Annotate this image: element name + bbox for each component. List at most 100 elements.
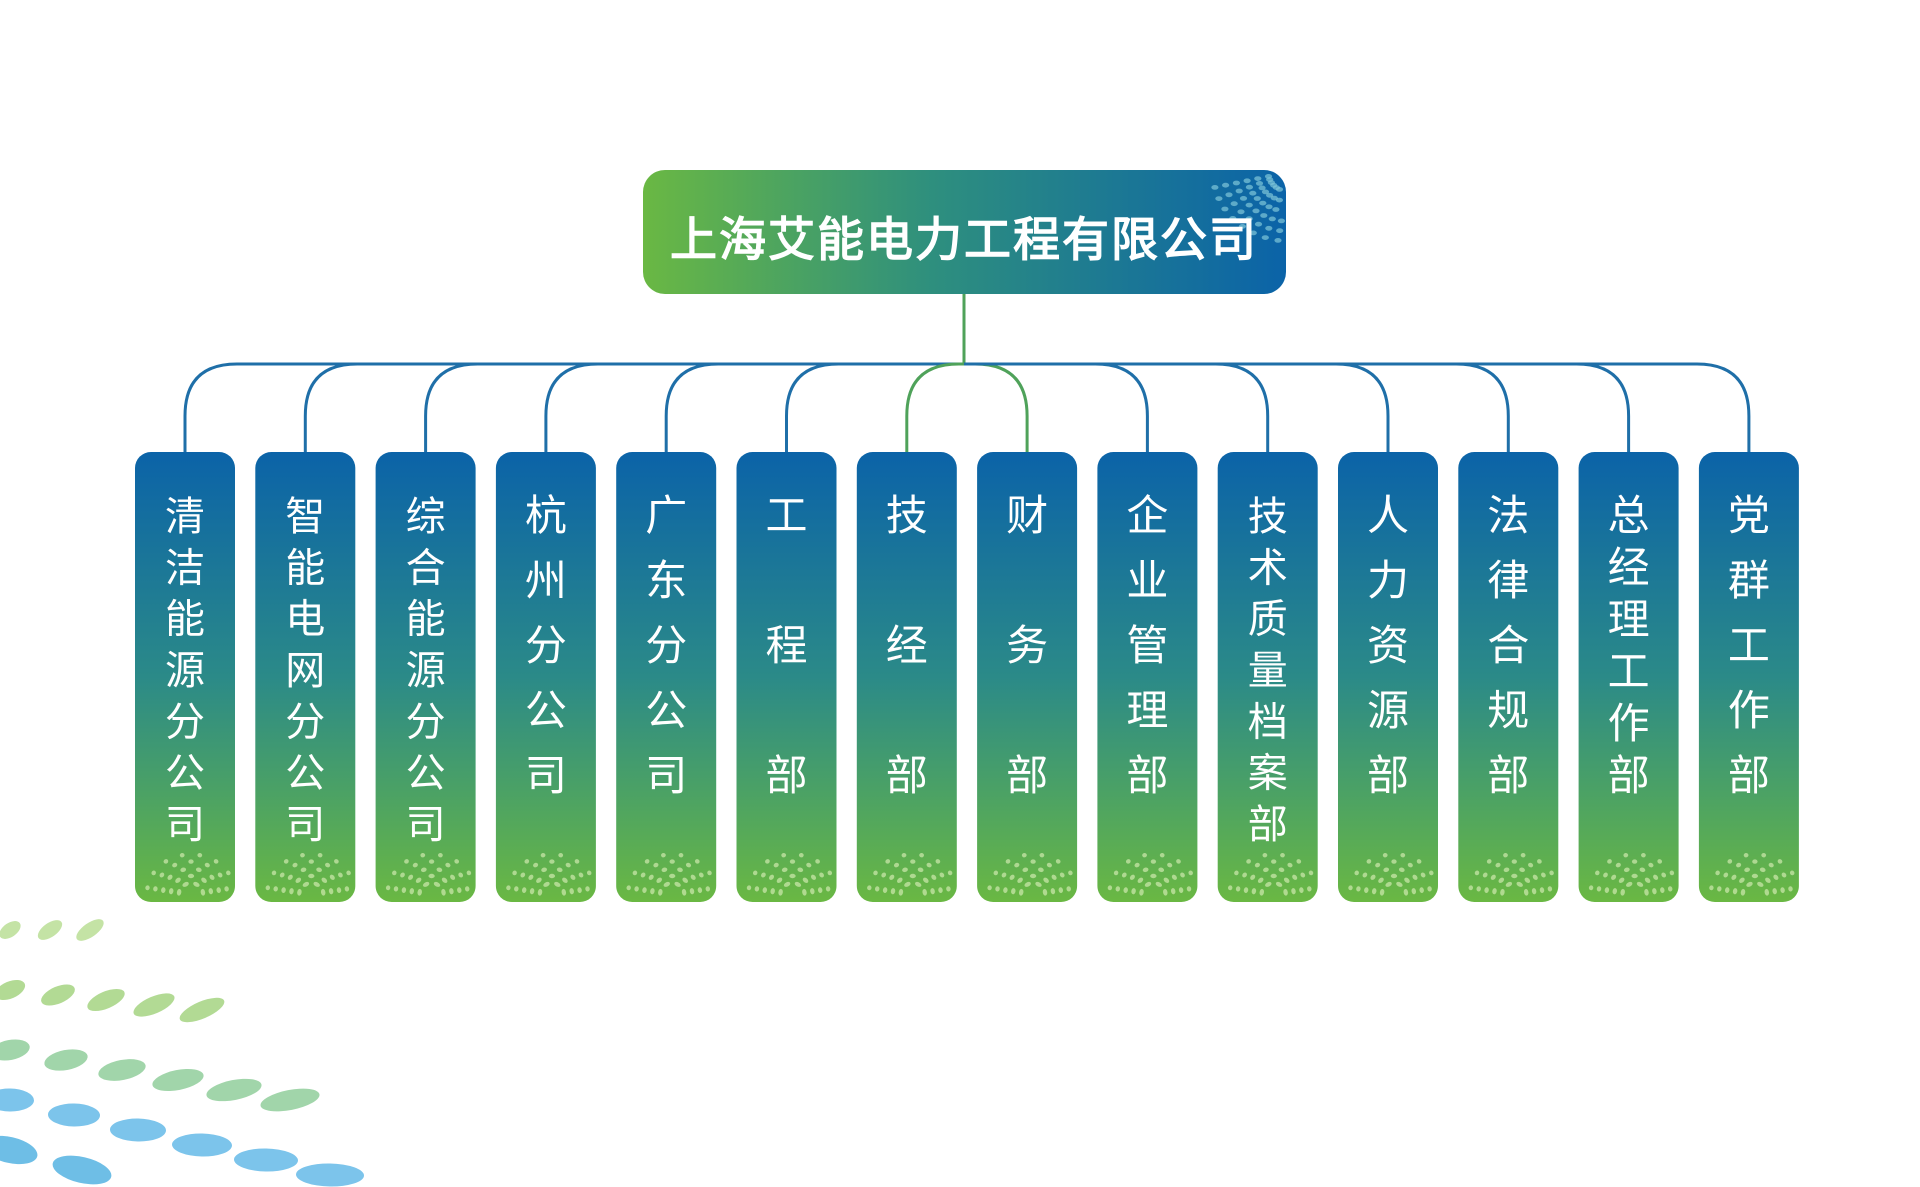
department-label-char: 分 <box>165 699 205 745</box>
department-label-char: 电 <box>285 597 325 643</box>
department-dot-pattern <box>1709 852 1795 896</box>
department-dot-pattern <box>265 852 351 896</box>
department-label-char: 公 <box>165 751 205 797</box>
department-label-char: 部 <box>1367 751 1409 800</box>
department-label-char: 杭 <box>525 491 567 540</box>
connector-line <box>964 362 1510 452</box>
department-label-char: 作 <box>1728 686 1770 735</box>
department-dot-pattern <box>1588 852 1675 896</box>
department-dot-pattern <box>867 852 953 896</box>
department-label-char: 法 <box>1487 491 1529 540</box>
department-label-char: 程 <box>765 621 807 670</box>
department-label-char: 部 <box>765 751 807 800</box>
department-label-char: 总 <box>1608 491 1650 540</box>
company-node: 上海艾能电力工程有限公司 <box>643 170 1286 294</box>
department-box <box>1698 452 1799 902</box>
department-label-char: 综 <box>406 494 446 540</box>
department-node: 技经部 <box>856 452 957 902</box>
department-label-char: 司 <box>525 751 567 800</box>
department-label-char: 技 <box>1248 494 1288 540</box>
department-box <box>255 452 356 902</box>
department-label-char: 工 <box>1608 647 1650 696</box>
department-label-char: 技 <box>886 491 928 540</box>
department-label-char: 分 <box>525 621 567 670</box>
connector-line <box>664 362 964 452</box>
company-node-dot-pattern <box>1211 174 1285 243</box>
department-label-char: 合 <box>1487 621 1529 670</box>
department-label-char: 清 <box>165 494 205 540</box>
department-label-char: 部 <box>1248 802 1288 848</box>
department-label-char: 公 <box>525 686 567 735</box>
department-box <box>135 452 235 902</box>
department-node: 工程部 <box>736 452 837 902</box>
department-label-char: 部 <box>886 751 928 800</box>
department-dot-pattern <box>1468 852 1554 896</box>
department-label-char: 理 <box>1126 686 1168 735</box>
department-label-char: 规 <box>1487 686 1529 735</box>
department-label-char: 公 <box>406 751 446 797</box>
department-dot-pattern <box>987 852 1073 896</box>
department-label-char: 司 <box>406 802 446 848</box>
department-label-char: 企 <box>1126 491 1168 540</box>
decorative-dot-pattern <box>0 919 364 1187</box>
department-label-char: 公 <box>285 751 325 797</box>
department-label-char: 部 <box>1487 751 1529 800</box>
department-label-char: 理 <box>1608 595 1650 644</box>
department-label-char: 资 <box>1367 621 1409 670</box>
department-label-char: 经 <box>886 621 928 670</box>
department-label-char: 分 <box>645 621 687 670</box>
department-label-char: 作 <box>1608 699 1650 748</box>
department-box <box>856 452 957 902</box>
department-label-char: 能 <box>406 597 446 643</box>
department-label-char: 务 <box>1006 621 1048 670</box>
department-label-char: 能 <box>165 597 205 643</box>
department-box <box>1097 452 1198 902</box>
connector-line <box>964 362 1270 452</box>
department-dot-pattern <box>385 852 472 896</box>
department-label-char: 部 <box>1608 751 1650 800</box>
department-label-char: 分 <box>406 699 446 745</box>
department-dot-pattern <box>626 852 712 896</box>
department-label-char: 州 <box>525 556 567 605</box>
connector-line <box>964 362 1149 452</box>
department-label-char: 量 <box>1248 648 1288 694</box>
department-label-char: 合 <box>406 545 446 591</box>
department-label-char: 司 <box>645 751 687 800</box>
department-box <box>1458 452 1559 902</box>
department-label-char: 术 <box>1248 545 1288 591</box>
connector-line <box>964 362 1029 452</box>
connector-line <box>964 362 1751 452</box>
department-label-char: 源 <box>1367 686 1409 735</box>
department-label-char: 部 <box>1006 751 1048 800</box>
connector-line <box>905 362 964 452</box>
department-label-char: 广 <box>645 491 687 540</box>
department-label-char: 力 <box>1367 556 1409 605</box>
department-label-char: 财 <box>1006 491 1048 540</box>
department-label-char: 经 <box>1608 543 1650 592</box>
department-label-char: 案 <box>1248 751 1288 797</box>
department-label-char: 档 <box>1248 699 1288 745</box>
department-dot-pattern <box>145 852 231 896</box>
department-box <box>1338 452 1438 902</box>
connector-lines <box>183 294 1751 452</box>
connector-line <box>544 362 964 452</box>
connector-line <box>964 362 1631 452</box>
company-name: 上海艾能电力工程有限公司 <box>670 213 1258 268</box>
department-label-char: 智 <box>285 494 325 540</box>
department-nodes: 清洁能源分公司智能电网分公司综合能源分公司杭州分公司广东分公司工程部技经部财务部… <box>135 452 1799 902</box>
connector-line <box>424 362 964 452</box>
department-box <box>736 452 837 902</box>
department-node: 财务部 <box>977 452 1078 902</box>
department-box <box>495 452 596 902</box>
department-label-char: 群 <box>1728 556 1770 605</box>
department-box <box>375 452 476 902</box>
connector-line <box>303 362 964 452</box>
